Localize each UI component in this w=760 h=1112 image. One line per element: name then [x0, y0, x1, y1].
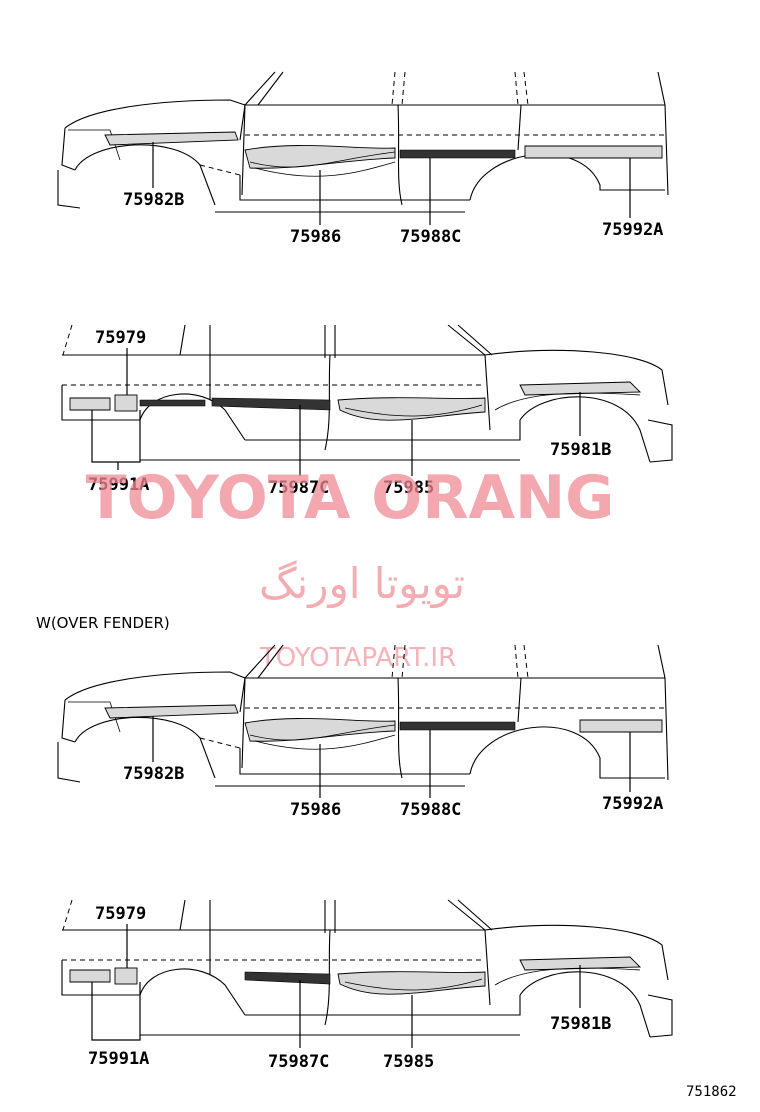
part-label: 75981B	[550, 1014, 611, 1034]
part-label: 75988C	[400, 227, 461, 247]
part-label: 75992A	[602, 220, 663, 240]
part-label: 75981B	[550, 440, 611, 460]
part-label: 75986	[290, 227, 341, 247]
car-view-2	[61, 324, 673, 476]
part-label: 75992A	[602, 794, 663, 814]
part-label: 75979	[95, 328, 146, 348]
part-label: 75979	[95, 904, 146, 924]
car-view-1	[57, 71, 669, 225]
part-label: 75987C	[268, 478, 329, 498]
watermark-persian: تویوتا اورنگ	[259, 559, 465, 608]
part-label: 75982B	[123, 764, 184, 784]
part-label: 75991A	[88, 1049, 149, 1069]
car-view-4	[61, 899, 673, 1048]
part-label: 75988C	[400, 800, 461, 820]
watermark-site: TOYOTAPART.IR	[259, 643, 456, 673]
part-label: 75987C	[268, 1052, 329, 1072]
part-label: 75985	[383, 1052, 434, 1072]
car-view-3	[57, 644, 669, 798]
part-label: 75982B	[123, 190, 184, 210]
diagram-code: 751862	[686, 1084, 737, 1100]
variant-note: W(OVER FENDER)	[36, 614, 170, 632]
watermark-latin: TOYOTA ORANG	[86, 463, 615, 533]
part-label: 75985	[383, 478, 434, 498]
part-label: 75991A	[88, 475, 149, 495]
part-label: 75986	[290, 800, 341, 820]
